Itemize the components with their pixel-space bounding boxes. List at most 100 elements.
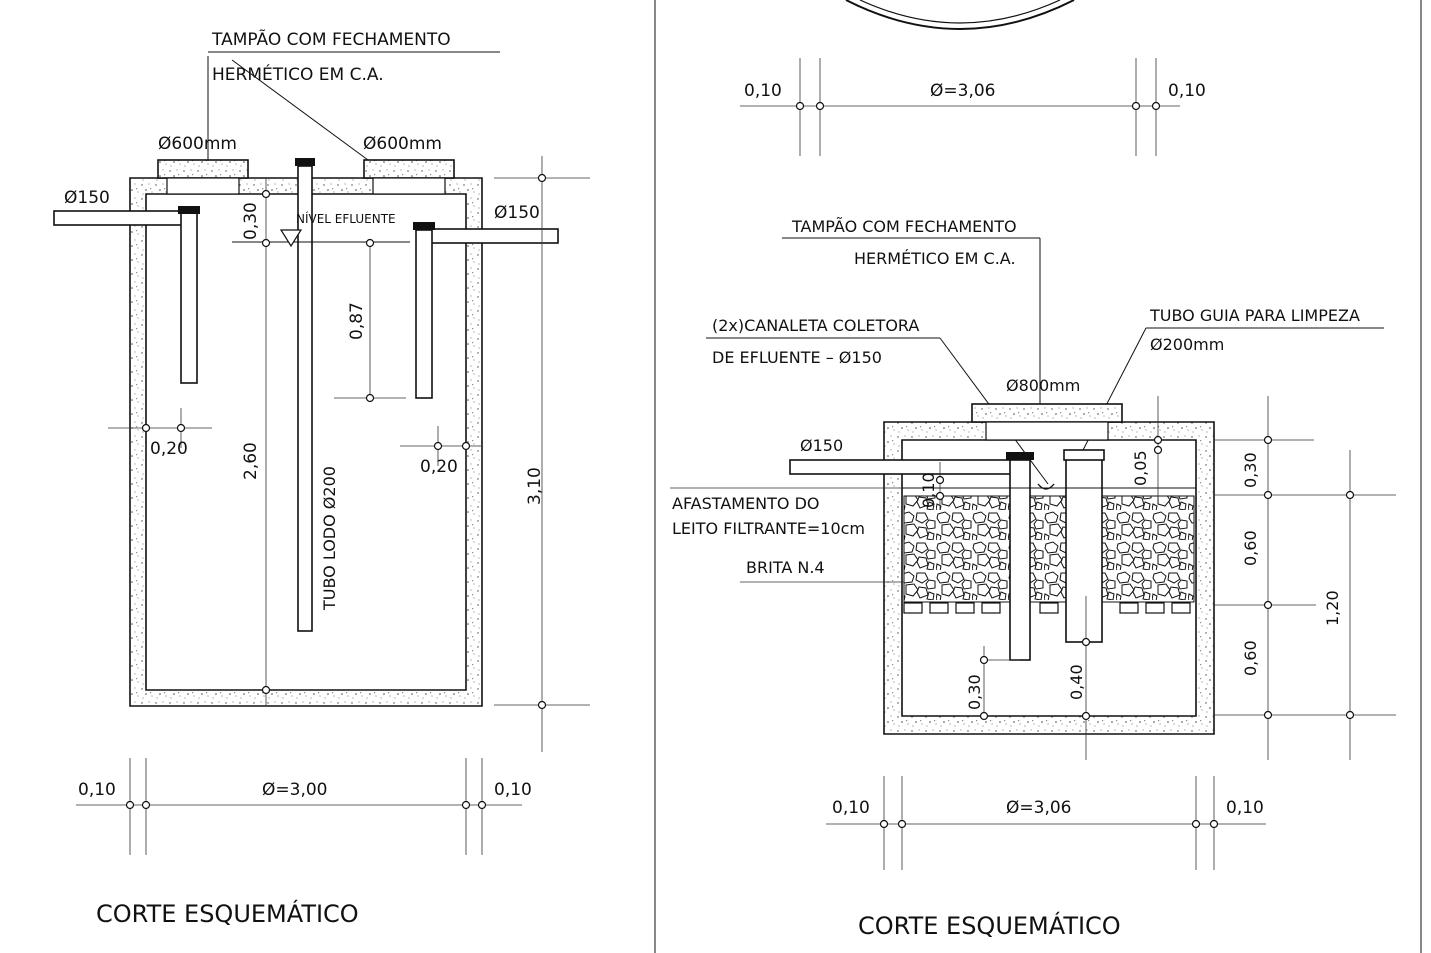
slab-block bbox=[955, 602, 975, 614]
right-dim-node bbox=[1263, 490, 1273, 500]
right-plan-wall-left: 0,10 bbox=[744, 81, 782, 101]
left-dim-node bbox=[261, 189, 271, 199]
left-sludge-tube bbox=[297, 165, 313, 632]
slab-block bbox=[981, 602, 1001, 614]
right-dim-node bbox=[1263, 600, 1273, 610]
left-inlet-tee bbox=[180, 212, 198, 384]
slab-block bbox=[929, 602, 949, 614]
left-dim-node bbox=[261, 685, 271, 695]
left-opening-right bbox=[372, 177, 446, 195]
left-dim-node bbox=[461, 800, 471, 810]
left-dim-310: 3,10 bbox=[525, 467, 545, 505]
left-outlet-pipe bbox=[427, 228, 559, 244]
right-dim-060-lower: 0,60 bbox=[1241, 640, 1260, 676]
right-caption: CORTE ESQUEMÁTICO bbox=[858, 911, 1121, 940]
right-dim-node bbox=[795, 101, 805, 111]
left-dim-node bbox=[477, 800, 487, 810]
right-channel-symbol bbox=[1037, 483, 1055, 490]
left-caption: CORTE ESQUEMÁTICO bbox=[96, 899, 359, 928]
left-inlet-cap bbox=[178, 206, 200, 214]
right-dim-node bbox=[897, 819, 907, 829]
left-inlet-pipe bbox=[53, 210, 187, 226]
left-leader-lid-right bbox=[231, 59, 369, 161]
right-dim-node bbox=[979, 655, 989, 665]
right-gravel-label: BRITA N.4 bbox=[746, 558, 825, 577]
right-guide-line1: TUBO GUIA PARA LIMPEZA bbox=[1149, 306, 1360, 325]
left-lid-left bbox=[157, 159, 249, 179]
slab-block bbox=[1171, 602, 1191, 614]
right-dim-node bbox=[935, 475, 945, 485]
right-cover-note-line2: HERMÉTICO EM C.A. bbox=[854, 249, 1016, 268]
left-opening-left bbox=[166, 177, 240, 195]
right-inlet-cap bbox=[1006, 452, 1034, 460]
left-cover-note-line1: TAMPÃO COM FECHAMENTO bbox=[211, 28, 451, 50]
slab-block bbox=[1145, 602, 1165, 614]
right-dim-node bbox=[1153, 435, 1163, 445]
left-dim-087: 0,87 bbox=[347, 302, 367, 340]
left-outlet-tee bbox=[415, 229, 433, 399]
right-dim-node bbox=[1345, 490, 1355, 500]
left-diameter: Ø=3,00 bbox=[262, 780, 327, 800]
left-dim-node bbox=[537, 700, 547, 710]
right-dim-node bbox=[879, 819, 889, 829]
left-level-label: NÍVEL EFLUENTE bbox=[296, 211, 396, 226]
right-dim-node bbox=[1345, 710, 1355, 720]
right-spacing-line2: LEITO FILTRANTE=10cm bbox=[672, 519, 865, 538]
right-channel-line1: (2x)CANALETA COLETORA bbox=[712, 316, 919, 335]
right-dim-node bbox=[1131, 101, 1141, 111]
left-wall-right: 0,10 bbox=[494, 780, 532, 800]
right-dim-120: 1,20 bbox=[1323, 590, 1342, 626]
right-diameter: Ø=3,06 bbox=[1006, 798, 1071, 818]
left-section: TAMPÃO COM FECHAMENTO HERMÉTICO EM C.A. … bbox=[53, 28, 590, 928]
right-dim-node bbox=[1153, 445, 1163, 455]
right-dim-030-bottom: 0,30 bbox=[965, 674, 984, 710]
right-dim-030-top: 0,30 bbox=[1241, 452, 1260, 488]
right-dim-node bbox=[1209, 819, 1219, 829]
left-sludge-cap bbox=[295, 158, 315, 166]
left-dim-node bbox=[461, 441, 471, 451]
left-dim-node bbox=[176, 423, 186, 433]
right-channel-line2: DE EFLUENTE – Ø150 bbox=[712, 348, 882, 367]
right-filter-bed bbox=[903, 495, 1195, 603]
right-guide-line2: Ø200mm bbox=[1150, 335, 1224, 354]
right-dim-005: 0,05 bbox=[1131, 450, 1150, 486]
right-lid bbox=[971, 403, 1123, 423]
right-plan-wall-right: 0,10 bbox=[1168, 81, 1206, 101]
left-wall-left: 0,10 bbox=[78, 780, 116, 800]
right-dim-040: 0,40 bbox=[1067, 664, 1086, 700]
right-dim-node bbox=[1081, 711, 1091, 721]
slab-block bbox=[1119, 602, 1139, 614]
left-sludge-label: TUBO LODO Ø200 bbox=[320, 466, 339, 611]
right-spacing-line1: AFASTAMENTO DO bbox=[672, 494, 820, 513]
right-dim-node bbox=[1081, 637, 1091, 647]
right-dim-node bbox=[1263, 435, 1273, 445]
left-level-marker bbox=[279, 229, 303, 248]
right-inlet-label: Ø150 bbox=[800, 436, 843, 455]
right-cover-note-line1: TAMPÃO COM FECHAMENTO bbox=[791, 217, 1017, 236]
right-plan-diameter: Ø=3,06 bbox=[930, 81, 995, 101]
left-lid-right bbox=[363, 159, 455, 179]
left-lid-right-label: Ø600mm bbox=[363, 134, 442, 154]
right-dim-node bbox=[935, 491, 945, 501]
left-lid-left-label: Ø600mm bbox=[158, 134, 237, 154]
left-dim-260: 2,60 bbox=[241, 442, 261, 480]
left-dim-node bbox=[125, 800, 135, 810]
left-dim-020-right: 0,20 bbox=[420, 457, 458, 477]
left-dim-node bbox=[141, 800, 151, 810]
right-guide-tube bbox=[1065, 451, 1103, 643]
left-inlet-label: Ø150 bbox=[64, 188, 110, 208]
right-section: 0,10 Ø=3,06 0,10 TAMPÃO COM FECHAMENTO H… bbox=[670, 0, 1396, 940]
right-plan-outline bbox=[845, 0, 1075, 30]
right-plan-inner bbox=[859, 0, 1061, 24]
right-wall-right: 0,10 bbox=[1226, 798, 1264, 818]
right-false-bottom bbox=[903, 602, 1191, 614]
right-dim-060-upper: 0,60 bbox=[1241, 530, 1260, 566]
left-outlet-label: Ø150 bbox=[494, 203, 540, 223]
left-outlet-cap bbox=[413, 222, 435, 230]
right-guide-cap bbox=[1063, 449, 1105, 461]
left-dim-node bbox=[141, 423, 151, 433]
left-dim-node bbox=[365, 393, 375, 403]
right-dim-node bbox=[1151, 101, 1161, 111]
left-dim-020-left: 0,20 bbox=[150, 439, 188, 459]
